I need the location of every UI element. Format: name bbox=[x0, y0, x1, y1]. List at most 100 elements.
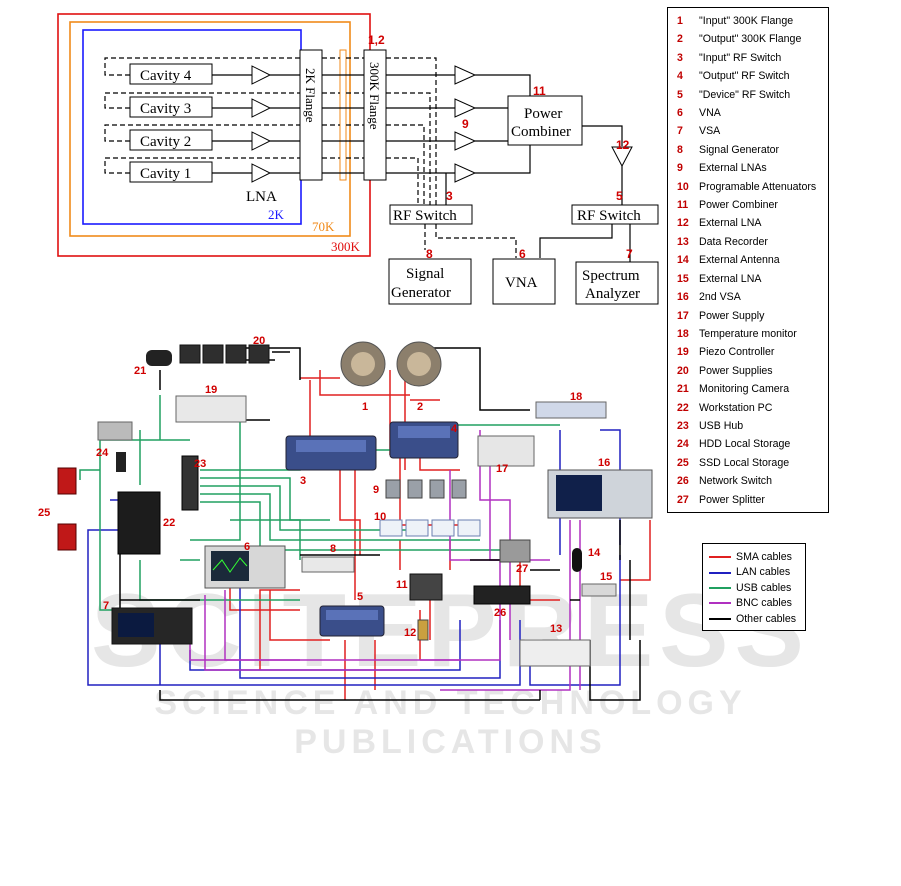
legend-number: 8 bbox=[677, 143, 683, 156]
attenuators-photo bbox=[379, 519, 481, 537]
legend-text: Power Splitter bbox=[699, 493, 765, 506]
cable-legend-row: Other cables bbox=[709, 612, 805, 627]
combiner-lines bbox=[445, 74, 631, 262]
legend-number: 2 bbox=[677, 33, 683, 46]
legend-number: 16 bbox=[677, 291, 689, 304]
legend-number: 12 bbox=[677, 217, 689, 230]
svg-text:19: 19 bbox=[205, 384, 217, 396]
vna-label: VNA bbox=[505, 275, 538, 291]
legend-row: 4"Output" RF Switch bbox=[677, 67, 828, 85]
svg-text:21: 21 bbox=[134, 365, 146, 377]
legend-number: 15 bbox=[677, 272, 689, 285]
lna-1 bbox=[251, 163, 272, 183]
network-switch-photo bbox=[473, 585, 531, 605]
stage-2k-label: 2K bbox=[268, 207, 285, 222]
flange-2k-label: 2K Flange bbox=[303, 68, 318, 123]
legend-number: 17 bbox=[677, 309, 689, 322]
workstation-photo bbox=[117, 491, 161, 555]
svg-text:17: 17 bbox=[496, 463, 508, 475]
external-lna-12-photo bbox=[417, 619, 429, 641]
rf-switch-input-label: RF Switch bbox=[393, 208, 457, 224]
svg-text:23: 23 bbox=[194, 458, 206, 470]
cavity-chain: Cavity 4 Cavity 3 Cavity 2 Cavity 1 bbox=[129, 63, 213, 183]
spectrum-analyzer-box bbox=[575, 261, 659, 305]
svg-text:22: 22 bbox=[163, 517, 175, 529]
cable-label: BNC cables bbox=[736, 597, 792, 610]
svg-text:25: 25 bbox=[38, 507, 50, 519]
signal-generator-label-1: Signal bbox=[406, 266, 444, 282]
power-supplies-photo bbox=[179, 344, 270, 364]
legend-row: 3"Input" RF Switch bbox=[677, 49, 828, 67]
legend-text: Programable Attenuators bbox=[699, 180, 817, 193]
svg-text:20: 20 bbox=[253, 335, 265, 347]
schematic-tags: 11 9 3 12 5 8 6 7 bbox=[426, 84, 633, 261]
ssd-2-photo bbox=[57, 523, 77, 551]
svg-text:6: 6 bbox=[519, 247, 526, 261]
cable-legend-row: USB cables bbox=[709, 581, 805, 596]
legend-number: 3 bbox=[677, 51, 683, 64]
cavity-1-label: Cavity 1 bbox=[140, 166, 191, 182]
svg-text:3: 3 bbox=[446, 189, 453, 203]
svg-text:4: 4 bbox=[451, 423, 458, 435]
cavity-2-label: Cavity 2 bbox=[140, 134, 191, 150]
cable-swatch bbox=[709, 602, 731, 605]
flange-300k bbox=[363, 49, 387, 181]
legend-row: 1"Input" 300K Flange bbox=[677, 12, 828, 30]
svg-text:16: 16 bbox=[598, 457, 610, 469]
legend-text: VNA bbox=[699, 107, 721, 120]
cavity-4-label: Cavity 4 bbox=[140, 68, 192, 84]
lna-4 bbox=[251, 65, 272, 85]
usb-hub-photo bbox=[181, 455, 199, 511]
hdd-photo bbox=[97, 421, 133, 441]
legend-text: Power Supplies bbox=[699, 364, 773, 377]
legend-number: 14 bbox=[677, 254, 689, 267]
svg-text:5: 5 bbox=[616, 189, 623, 203]
svg-text:18: 18 bbox=[570, 391, 582, 403]
lna-2 bbox=[251, 131, 272, 151]
legend-text: 2nd VSA bbox=[699, 291, 741, 304]
legend-text: USB Hub bbox=[699, 419, 744, 432]
cable-legend-row: BNC cables bbox=[709, 596, 805, 611]
power-combiner-photo bbox=[409, 573, 443, 601]
legend-text: HDD Local Storage bbox=[699, 438, 791, 451]
legend-number: 13 bbox=[677, 235, 689, 248]
cable-swatch bbox=[709, 587, 731, 590]
camera-photo bbox=[146, 350, 172, 366]
cable-swatch bbox=[709, 617, 731, 620]
rf-switch-device-label: RF Switch bbox=[577, 208, 641, 224]
legend-number: 18 bbox=[677, 327, 689, 340]
legend-number: 22 bbox=[677, 401, 689, 414]
flange-70k bbox=[339, 49, 347, 181]
legend-number: 6 bbox=[677, 107, 683, 120]
signal-generator-box bbox=[388, 258, 472, 305]
legend-number: 5 bbox=[677, 88, 683, 101]
svg-text:7: 7 bbox=[103, 600, 109, 612]
temperature-monitor-photo bbox=[535, 401, 607, 419]
flange-300k-label: 300K Flange bbox=[367, 62, 382, 130]
svg-text:5: 5 bbox=[357, 591, 363, 603]
power-combiner bbox=[507, 95, 583, 146]
power-supply-photo bbox=[477, 435, 535, 467]
devices bbox=[57, 341, 653, 667]
svg-text:7: 7 bbox=[626, 247, 633, 261]
legend-text: Workstation PC bbox=[699, 401, 773, 414]
legend-row: 5"Device" RF Switch bbox=[677, 86, 828, 104]
legend-text: Monitoring Camera bbox=[699, 383, 790, 396]
legend-number: 11 bbox=[677, 199, 689, 212]
stage-300k-label: 300K bbox=[331, 239, 361, 254]
vna-box bbox=[492, 258, 556, 305]
legend-number: 9 bbox=[677, 162, 683, 175]
external-lnas bbox=[454, 65, 477, 183]
